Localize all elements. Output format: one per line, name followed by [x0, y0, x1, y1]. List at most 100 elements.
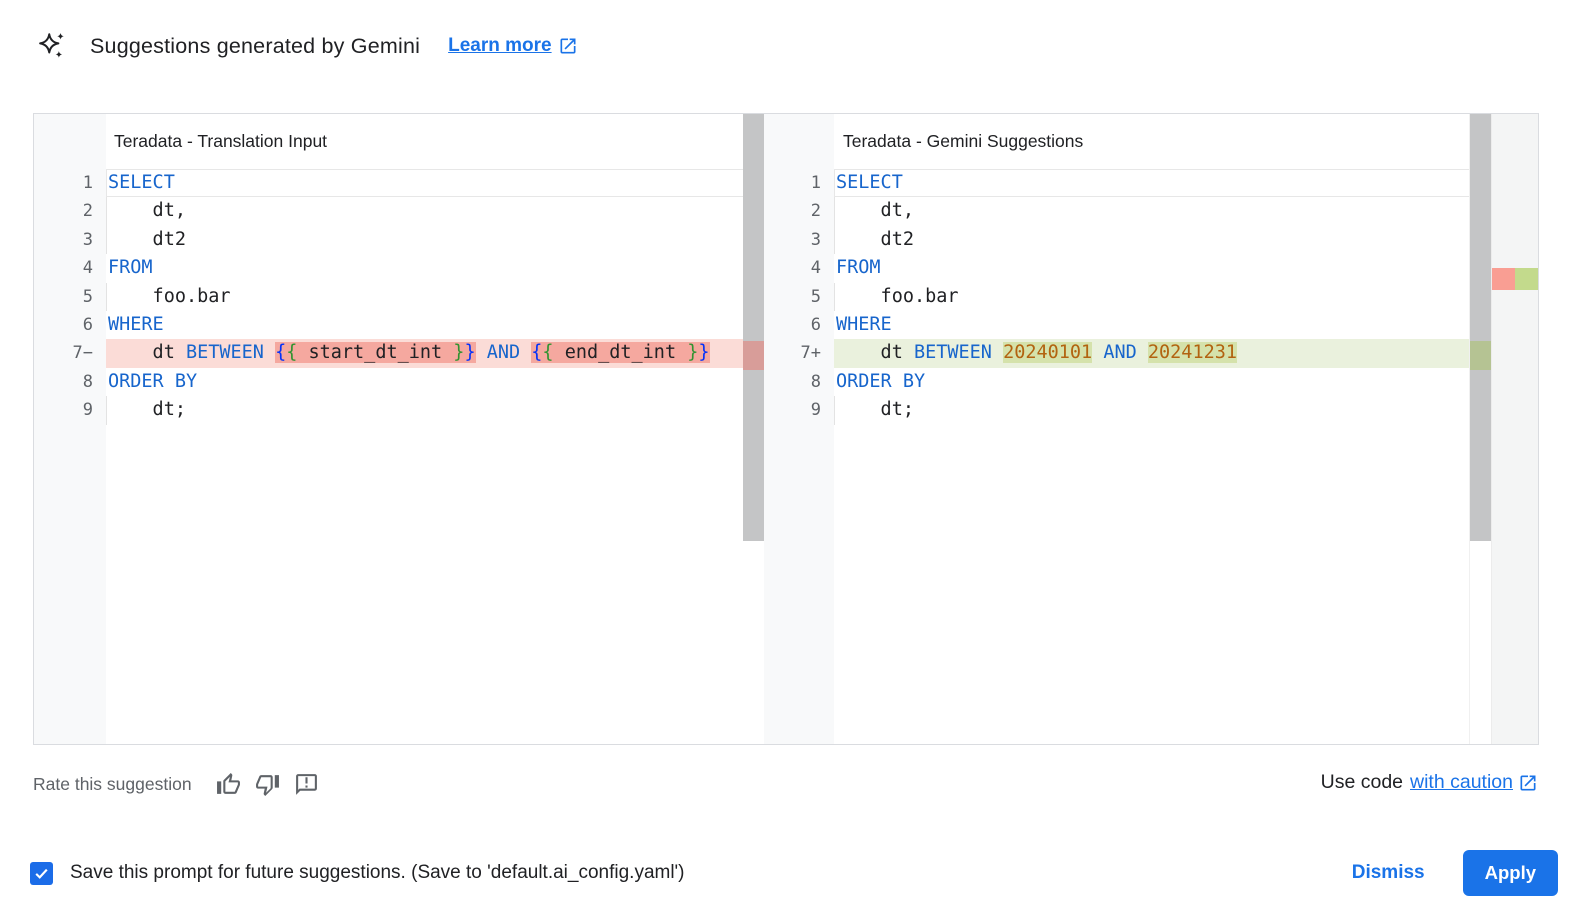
code-line: 3 dt2 — [34, 226, 764, 254]
diff-overview-ruler[interactable] — [1491, 114, 1538, 744]
code-token: BETWEEN — [913, 342, 992, 364]
code-line: 2 dt, — [764, 197, 1538, 225]
line-number: 5 — [82, 286, 93, 307]
pane-title: Teradata - Translation Input — [114, 131, 328, 151]
line-number: 9 — [82, 400, 93, 421]
thumbs-up-icon — [217, 772, 241, 794]
line-number: 2 — [810, 201, 821, 222]
save-prompt-label: Save this prompt for future suggestions.… — [70, 862, 685, 883]
code-line: 8 ORDER BY — [34, 368, 764, 396]
code-token: foo.bar — [836, 285, 959, 307]
code-token: foo.bar — [108, 285, 231, 307]
code-token: dt2 — [108, 228, 186, 250]
diff-marker-removed — [743, 341, 764, 370]
footer-action-bar: Save this prompt for future suggestions.… — [30, 849, 1558, 897]
with-caution-link[interactable]: with caution — [1410, 771, 1538, 794]
code-token — [476, 342, 487, 363]
feedback-button[interactable] — [294, 771, 320, 797]
code-token: } — [687, 342, 699, 364]
line-number: 2 — [82, 201, 93, 222]
code-token: } — [453, 342, 465, 364]
code-token: end_dt_int — [553, 342, 688, 364]
line-content: SELECT — [834, 169, 1538, 197]
line-number: 7− — [72, 343, 93, 364]
line-content: dt, — [106, 197, 764, 225]
page-title: Suggestions generated by Gemini — [90, 33, 421, 58]
line-number-gutter — [34, 114, 106, 744]
top-bar: Suggestions generated by Gemini Learn mo… — [36, 31, 578, 61]
overview-removed-block — [1492, 268, 1515, 290]
code-token: dt2 — [836, 228, 914, 250]
code-token: dt; — [836, 399, 914, 421]
code-token — [1092, 342, 1103, 363]
code-token: dt — [108, 342, 186, 364]
line-number: 1 — [810, 173, 821, 193]
line-content: foo.bar — [834, 283, 1538, 311]
line-number: 1 — [82, 173, 93, 193]
code-token: dt, — [108, 200, 186, 222]
code-token: { — [275, 342, 287, 364]
code-token: { — [531, 342, 543, 364]
apply-button[interactable]: Apply — [1462, 850, 1558, 896]
line-number: 6 — [810, 314, 821, 335]
code-token: { — [286, 342, 298, 364]
code-token: ORDER BY — [108, 370, 198, 392]
code-token — [992, 342, 1003, 363]
thumbs-down-icon — [256, 774, 280, 796]
line-content: dt BETWEEN {{ start_dt_int }} AND {{ end… — [106, 339, 764, 368]
line-number-gutter — [764, 114, 834, 744]
line-content: FROM — [106, 254, 764, 282]
learn-more-link[interactable]: Learn more — [448, 35, 577, 57]
pane-header: Teradata - Translation Input — [34, 114, 764, 169]
dismiss-button[interactable]: Dismiss — [1351, 862, 1425, 883]
code-token: AND — [1103, 342, 1137, 364]
line-content: SELECT — [106, 169, 764, 197]
line-number: 9 — [810, 400, 821, 421]
line-number: 8 — [82, 371, 93, 392]
code-line: 1 SELECT — [764, 169, 1538, 197]
line-content: dt; — [106, 396, 764, 424]
scrollbar-thumb[interactable] — [1470, 114, 1491, 541]
code-token: 20241231 — [1147, 342, 1237, 364]
pane-translation-input[interactable]: Teradata - Translation Input 1 SELECT 2 dt… — [34, 114, 764, 744]
rate-row: Rate this suggestion — [33, 768, 333, 800]
scrollbar[interactable] — [743, 114, 764, 744]
diff-marker-added — [1470, 341, 1491, 370]
code-token — [520, 342, 531, 363]
code-line: 4 FROM — [34, 254, 764, 282]
use-code-note: Use code with caution — [1321, 771, 1538, 794]
line-content: dt2 — [834, 226, 1538, 254]
code-line: 9 dt; — [34, 396, 764, 424]
save-prompt-checkbox[interactable] — [30, 861, 53, 885]
thumbs-down-button[interactable] — [255, 771, 281, 797]
thumbs-up-button[interactable] — [216, 771, 242, 797]
line-content: dt2 — [106, 226, 764, 254]
gemini-sparkle-icon — [39, 33, 64, 58]
open-in-new-icon — [1520, 775, 1536, 790]
code-token: dt; — [108, 399, 186, 421]
feedback-icon — [296, 773, 317, 795]
code-line: 3 dt2 — [764, 226, 1538, 254]
scrollbar[interactable] — [1469, 114, 1491, 744]
scrollbar-thumb[interactable] — [743, 114, 764, 541]
code-line: 7− dt BETWEEN {{ start_dt_int }} AND {{ … — [34, 339, 764, 368]
code-line: 1 SELECT — [34, 169, 764, 197]
line-content: WHERE — [106, 311, 764, 339]
line-number: 4 — [82, 258, 93, 279]
code-token: SELECT — [108, 172, 175, 193]
code-line: 6 WHERE — [34, 311, 764, 339]
code-token: WHERE — [836, 313, 892, 335]
code-token: FROM — [836, 257, 881, 279]
line-number: 3 — [810, 229, 821, 250]
code-token: } — [698, 342, 710, 364]
line-content: foo.bar — [106, 283, 764, 311]
code-token — [264, 342, 275, 363]
line-number: 5 — [810, 286, 821, 307]
line-number: 6 — [82, 314, 93, 335]
